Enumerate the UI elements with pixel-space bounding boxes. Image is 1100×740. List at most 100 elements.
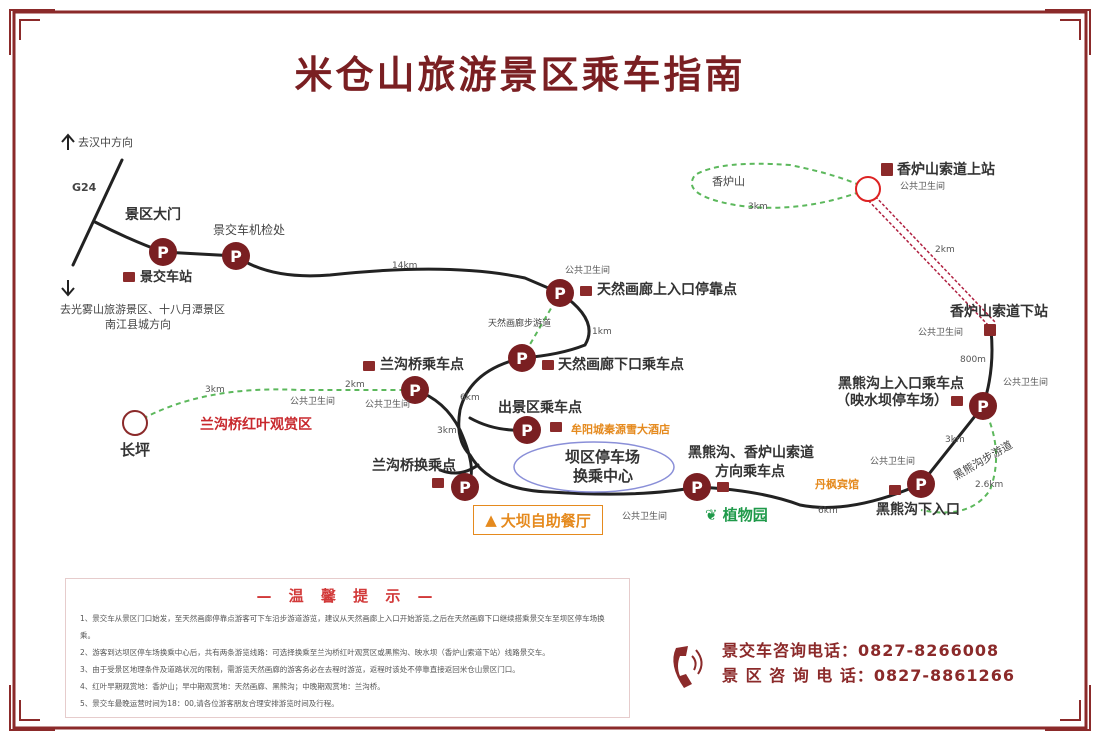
stop-cable-lower: 香炉山索道下站 — [950, 304, 1048, 320]
road-label: G24 — [72, 181, 97, 194]
toilet-label: 公共卫生间 — [900, 182, 946, 192]
distance-label: 2km — [345, 380, 365, 390]
parking-icon: P — [401, 376, 429, 404]
dam-center-1: 坝区停车场 — [565, 448, 641, 466]
stop-bus-station: 景交车站 — [140, 270, 193, 285]
bus-icon — [432, 478, 444, 488]
tip-item: 1、景交车从景区门口始发，至天然画廊停靠点游客可下车沿步游道游览，建议从天然画廊… — [80, 614, 605, 640]
svg-text:P: P — [516, 349, 528, 368]
distance-label: 800m — [960, 355, 986, 365]
buffet-label: 大坝自助餐厅 — [500, 511, 591, 530]
poi-xianglu: 香炉山 — [712, 175, 745, 188]
tip-item: 5、景交车最晚运营时间为18：00,请各位游客朋友合理安排游览时间及行程。 — [80, 699, 339, 708]
stop-gallery-upper: 天然画廊上入口停靠点 — [597, 282, 737, 298]
toilet-label: 公共卫生间 — [1003, 378, 1049, 388]
parking-icon: P — [222, 242, 250, 270]
stop-heixiong-upper-2: （映水坝停车场） — [836, 393, 948, 409]
direction-south: 去光雾山旅游景区、十八月潭景区 — [60, 303, 225, 316]
sprout-icon: ❦ — [705, 506, 723, 524]
poi-hotel: 牟阳城秦源雪大酒店 — [571, 423, 670, 436]
svg-text:P: P — [521, 421, 533, 440]
cable-upper-station-icon — [855, 176, 881, 202]
svg-text:P: P — [977, 397, 989, 416]
stop-heixiong-upper: 黑熊沟上入口乘车点 — [838, 376, 964, 392]
tips-heading: — 温 馨 提 示 — — [256, 587, 439, 605]
stop-heixiong-dir: 黑熊沟、香炉山索道 — [688, 445, 814, 461]
tip-item: 2、游客到达坝区停车场换乘中心后，共有两条游览线路：可选择换乘至兰沟桥红叶观赏区… — [80, 648, 550, 657]
poi-danfeng: 丹枫宾馆 — [815, 478, 859, 491]
dam-center-ellipse — [513, 441, 675, 493]
bus-icon — [889, 485, 901, 495]
frame-border — [12, 10, 1088, 730]
bus-icon — [363, 361, 375, 371]
direction-arrows — [61, 133, 75, 297]
stop-heixiong-dir-2: 方向乘车点 — [715, 464, 785, 480]
svg-text:P: P — [157, 243, 169, 262]
svg-text:P: P — [691, 478, 703, 497]
poi-buffet: ▲大坝自助餐厅 — [473, 505, 603, 535]
toilet-label: 公共卫生间 — [290, 397, 336, 407]
parking-icon: P — [969, 392, 997, 420]
direction-north: 去汉中方向 — [78, 136, 133, 149]
bus-icon — [717, 482, 729, 492]
toilet-label: 公共卫生间 — [622, 512, 668, 522]
stop-exit: 出景区乘车点 — [498, 400, 582, 416]
bus-icon — [542, 360, 554, 370]
distance-label: 6km — [460, 393, 480, 403]
parking-icon: P — [907, 470, 935, 498]
tip-item: 3、由于受景区地理条件及道路状况的限制，需游览天然画廊的游客务必在去程时游览，返… — [80, 665, 520, 674]
distance-label: 3km — [205, 385, 225, 395]
stop-langou-transfer: 兰沟桥换乘点 — [372, 458, 456, 474]
svg-text:P: P — [230, 247, 242, 266]
parking-icon: P — [508, 344, 536, 372]
bus-icon — [123, 272, 135, 282]
toilet-label: 公共卫生间 — [918, 328, 964, 338]
page-title: 米仓山旅游景区乘车指南 — [294, 53, 746, 97]
tips-panel: — 温 馨 提 示 — 1、景交车从景区门口始发，至天然画廊停靠点游客可下车沿步… — [65, 578, 630, 718]
direction-south-2: 南江县城方向 — [105, 318, 171, 331]
roads — [71, 158, 994, 509]
distance-label: 14km — [392, 261, 418, 271]
toilet-label: 公共卫生间 — [870, 457, 916, 467]
bus-icon — [550, 422, 562, 432]
dam-center-2: 换乘中心 — [573, 467, 634, 485]
svg-text:P: P — [459, 478, 471, 497]
poi-botanical: ❦ 植物园 — [705, 508, 768, 523]
stop-gate: 景区大门 — [125, 207, 181, 223]
toilet-label: 公共卫生间 — [365, 400, 411, 410]
bus-hotline: 景交车咨询电话：0827-8266008 — [722, 641, 1000, 660]
distance-label: 3km — [437, 426, 457, 436]
distance-label: 3km — [748, 202, 768, 212]
parking-markers: P P P P P P P P P P — [149, 238, 997, 501]
parking-icon: P — [451, 473, 479, 501]
restaurant-icon: ▲ — [485, 511, 497, 529]
tip-item: 4、红叶早期观赏地：香炉山；早中期观赏地：天然画廊、黑熊沟；中晚期观赏地：兰沟桥… — [80, 682, 385, 691]
scenic-hotline: 景 区 咨 询 电 话：0827-8861266 — [722, 666, 1015, 685]
botanical-label: 植物园 — [722, 506, 768, 524]
distance-label: 1km — [592, 327, 612, 337]
stop-checkpoint: 景交车机检处 — [213, 223, 286, 237]
corner-ornaments — [9, 9, 1091, 731]
distance-label: 3km — [945, 435, 965, 445]
cableway — [864, 192, 996, 326]
cable-lower-icon — [984, 324, 996, 336]
trail-gallery: 天然画廊步游道 — [488, 319, 552, 329]
svg-text:P: P — [554, 284, 566, 303]
toilet-label: 公共卫生间 — [565, 266, 611, 276]
distance-label: 2.6km — [975, 480, 1004, 490]
bus-icon — [580, 286, 592, 296]
phone-icon — [673, 646, 703, 688]
stop-cable-upper: 香炉山索道上站 — [897, 162, 995, 178]
parking-icon: P — [683, 473, 711, 501]
poi-redleaf: 兰沟桥红叶观赏区 — [200, 417, 312, 433]
distance-label: 2km — [935, 245, 955, 255]
distance-label: 6km — [818, 506, 838, 516]
changping-icon — [122, 410, 148, 436]
parking-icon: P — [546, 279, 574, 307]
stop-langou: 兰沟桥乘车点 — [380, 357, 464, 373]
svg-text:P: P — [915, 475, 927, 494]
stop-gallery-lower: 天然画廊下口乘车点 — [558, 357, 684, 373]
stop-heixiong-lower: 黑熊沟下入口 — [876, 502, 960, 518]
parking-icon: P — [513, 416, 541, 444]
